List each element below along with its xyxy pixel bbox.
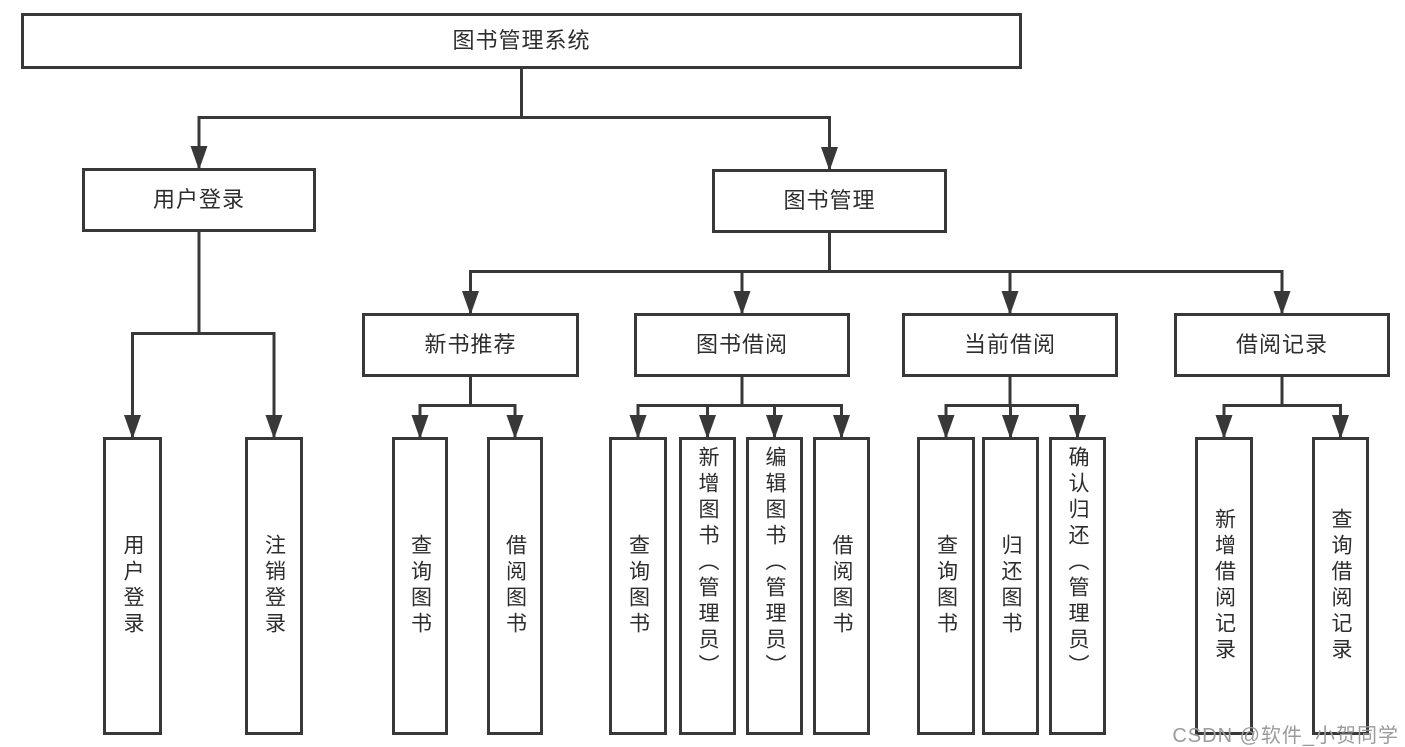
node-root-label: 图书管理系统 [452, 28, 591, 53]
leaf-label: 注销登录 [262, 534, 286, 638]
csdn-watermark: CSDN @软件_小贺同学 [1172, 725, 1399, 747]
leaf-borrow-books: 借阅图书 [813, 437, 870, 735]
leaf-label: 借阅图书 [830, 534, 854, 638]
node-root: 图书管理系统 [21, 13, 1022, 69]
node-book-borrow: 图书借阅 [634, 313, 850, 377]
leaf-label: 新增借阅记录 [1212, 508, 1236, 664]
tree-edges [124, 69, 1349, 439]
leaf-label: 确认归还（管理员） [1066, 446, 1090, 680]
leaf-query-books-borrow: 查询图书 [609, 437, 667, 735]
leaf-edit-books-admin: 编辑图书（管理员） [746, 437, 803, 735]
node-label: 新书推荐 [424, 332, 517, 357]
leaf-label: 新增图书（管理员） [696, 446, 720, 680]
leaf-label: 借阅图书 [503, 534, 527, 638]
node-borrow-records: 借阅记录 [1174, 313, 1390, 377]
leaf-label: 查询借阅记录 [1329, 508, 1353, 664]
leaf-borrow-books-recommend: 借阅图书 [487, 437, 543, 735]
leaf-label: 查询图书 [626, 534, 650, 638]
node-label: 图书借阅 [695, 332, 788, 357]
leaf-query-books-current: 查询图书 [917, 437, 975, 735]
node-label: 当前借阅 [963, 332, 1056, 357]
node-label: 图书管理 [783, 188, 876, 213]
node-book-management: 图书管理 [712, 169, 947, 233]
leaf-label: 查询图书 [408, 534, 432, 638]
node-label: 借阅记录 [1235, 332, 1328, 357]
node-new-book-recommend: 新书推荐 [362, 313, 579, 377]
node-user-login: 用户登录 [82, 168, 316, 232]
leaf-confirm-return-admin: 确认归还（管理员） [1049, 437, 1106, 735]
leaf-label: 查询图书 [934, 534, 958, 638]
leaf-label: 编辑图书（管理员） [763, 446, 787, 680]
leaf-label: 归还图书 [999, 534, 1023, 638]
leaf-add-books-admin: 新增图书（管理员） [679, 437, 736, 735]
node-current-borrow: 当前借阅 [902, 313, 1118, 377]
node-label: 用户登录 [152, 187, 245, 212]
leaf-query-books-recommend: 查询图书 [392, 437, 448, 735]
leaf-user-login: 用户登录 [103, 437, 162, 735]
leaf-logout: 注销登录 [245, 437, 303, 735]
leaf-label: 用户登录 [121, 534, 145, 638]
leaf-query-borrow-record: 查询借阅记录 [1312, 437, 1369, 735]
leaf-add-borrow-record: 新增借阅记录 [1195, 437, 1253, 735]
leaf-return-books: 归还图书 [982, 437, 1039, 735]
